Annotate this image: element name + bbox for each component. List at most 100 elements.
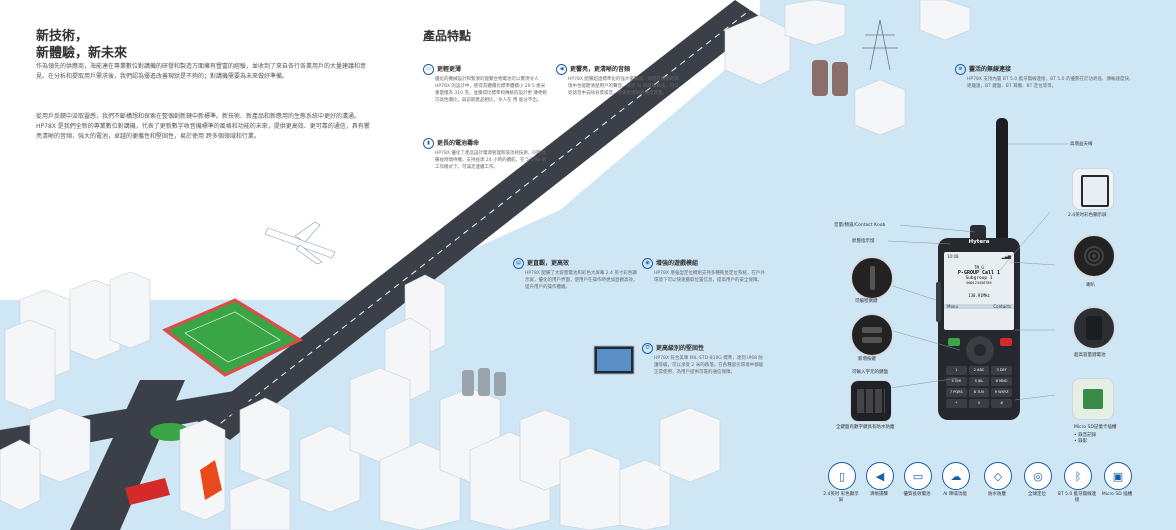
callout-microsd: Micro SD記憶卡插槽	[1074, 425, 1117, 430]
intro-headline: 新技術， 新體驗，新未來	[36, 28, 196, 62]
control-monitor-display	[597, 349, 631, 371]
stadium-lines	[184, 311, 281, 363]
radio-brand: Hytera	[968, 239, 990, 245]
feature-slim: ▭更輕更薄 優化的機械設計和緊湊的鋰聚合物電池可以實現令人 HP78X 的設計中…	[423, 64, 548, 104]
radio-antenna	[996, 118, 1008, 248]
callout-programmable-keys: 新增按鍵	[858, 357, 876, 362]
bottom-icon-label: 清晰揚聲	[870, 492, 888, 497]
keypad-key[interactable]: 8 TUV	[968, 388, 990, 397]
bluetooth-icon: ᛒ	[1064, 462, 1092, 490]
bottom-icon-label: 防水防塵	[988, 492, 1006, 497]
feature-positioning: ◉增強的遊戲模組 HP78X 增強型定位模組支持多種衛星定位系統，在戶外環境下可…	[642, 258, 767, 284]
feature-body: 優化的機械設計和緊湊的鋰聚合物電池可以實現令人 HP78X 的設計中，使得其體積…	[435, 77, 547, 103]
bottom-icon-label: AI 降噪功能	[943, 492, 967, 497]
detail-battery	[1072, 306, 1116, 350]
callout-microsd-note2: • 錄影	[1074, 439, 1088, 444]
screen-subgroup: Subgroup 1	[965, 276, 993, 281]
detail-full-keypad	[850, 380, 892, 422]
radio-nav-center	[974, 344, 986, 356]
callout-keypad: 可輸入字元的鍵盤	[852, 370, 888, 375]
industrial-tanks	[462, 60, 848, 396]
radio-side-key	[936, 282, 941, 322]
feature-wireless: ≋靈活的無線連接 HP78X 支持內置 BT 5.0 藍牙無線連接，BT 5.0…	[955, 64, 1135, 90]
keypad-key[interactable]: 6 MNO	[991, 377, 1012, 386]
radio-call-key	[948, 338, 960, 346]
radio-screen	[944, 252, 1014, 330]
waterproof-icon: ◇	[984, 462, 1012, 490]
keypad-key[interactable]: 9 WXYZ	[991, 388, 1012, 397]
wireless-icon: ≋	[955, 64, 966, 75]
intro-paragraph-1: 作為領先的供應商，海能達在專業數位對講機的研發和製造方面擁有豐富的經驗，並收到了…	[36, 63, 367, 80]
screen-frequency: 138.91MHz	[968, 293, 990, 298]
callout-knob: 音量/頻道/Contact Knob	[834, 223, 886, 228]
shield-icon: ⛉	[642, 343, 653, 354]
callout-battery: 超高容量鋰電池	[1074, 353, 1106, 358]
detail-screen	[1072, 168, 1114, 210]
detail-side-keys	[850, 256, 894, 300]
callout-led: 狀態指示燈	[852, 239, 875, 244]
feature-intuitive: ▤更直觀，更高效 HP78X 配備了大容量電池和彩色大屏幕 2.4 英寸彩色顯示…	[513, 258, 638, 291]
radio-end-key	[1000, 338, 1012, 346]
feature-title: 靈活的無線連接	[969, 66, 1012, 73]
screen-softkey-left: Menu	[947, 304, 958, 309]
feature-title: 更高級別的堅固性	[656, 345, 705, 352]
screen-time: 10:08	[947, 254, 959, 259]
speaker-icon: ◀	[866, 462, 894, 490]
callout-speaker: 喇叭	[1086, 283, 1095, 288]
battery-icon: ▭	[904, 462, 932, 490]
keypad-key[interactable]: 1	[946, 366, 967, 375]
screen-group: P-GROUP Call 1	[957, 270, 1001, 276]
callout-screen: 2.4英吋彩色顯示屏	[1068, 213, 1107, 218]
features-title: 產品特點	[423, 29, 472, 43]
feature-title: 更響亮，更清晰的音頻	[570, 66, 631, 73]
feature-body: HP78X 支持內置 BT 5.0 藍牙無線連接，BT 5.0 的優勢在於功耗低…	[967, 77, 1134, 89]
callout-microsd-note1: • 錄音記錄	[1074, 433, 1097, 438]
detail-microsd	[1072, 378, 1114, 420]
feature-body: HP78X 增強型定位模組支持多種衛星定位系統，在戶外環境下可以快速獲取位置信息…	[654, 271, 765, 283]
screen-channel: TM_G	[974, 265, 984, 270]
signal-icon: ▂▄▆	[1001, 254, 1011, 259]
screen-icon: ▤	[513, 258, 524, 269]
intro-title-line2: 新體驗，新未來	[36, 46, 128, 61]
callout-full-keypad: 全鍵盤有數字鍵具有防水防塵	[836, 425, 895, 430]
screen-softkey-right: Contacts	[993, 304, 1011, 309]
bottom-icon-label: 優質長效電池	[903, 492, 931, 497]
power-tower	[862, 19, 898, 71]
keypad-key[interactable]: 0	[968, 399, 990, 408]
keypad-key[interactable]: *	[946, 399, 967, 408]
battery-icon: ▮	[423, 138, 434, 149]
gps-icon: ◎	[1024, 462, 1052, 490]
feature-rugged: ⛉更高級別的堅固性 HP78X 符合美軍 MIL-STD-810G 標準，達到 …	[642, 343, 767, 376]
radio-screen-content: 10:08 ▂▄▆ TM_G P-GROUP Call 1 Subgroup 1…	[944, 254, 1014, 330]
callout-antenna: 高增益天線	[1070, 142, 1093, 147]
intro-title-line1: 新技術，	[36, 29, 89, 44]
callout-side-keys: 可編程側鍵	[855, 299, 878, 304]
intro-paragraph-2: 從用戶反饋中汲取靈感，我們不斷構想和探索在整個創新鏈中新標準。新技術、新產品和新…	[36, 113, 370, 140]
stadium-field	[162, 298, 304, 377]
fire-truck	[125, 478, 170, 505]
keypad-key[interactable]: 4 GHI	[946, 377, 967, 386]
sd-card-icon: ▣	[1104, 462, 1132, 490]
top-right-buildings	[724, 0, 971, 136]
feature-title: 更輕更薄	[437, 66, 462, 73]
feature-title: 更直觀，更高效	[527, 260, 570, 267]
keypad-key[interactable]: 5 JKL	[968, 377, 990, 386]
display-icon: ▯	[828, 462, 856, 490]
feature-body: HP78X 配備了大容量電池和彩色大屏幕 2.4 英寸彩色顯示屏，優化的用戶界面…	[525, 271, 638, 290]
location-icon: ◉	[642, 258, 653, 269]
highway-lane-marking	[211, 9, 751, 431]
feature-body: HP78X 優化了產品設計電源管理和低功耗技術，同時具備長時間待機，支持長達 2…	[435, 151, 547, 170]
feature-body: HP78X 符合美軍 MIL-STD-810G 標準，達到 IP68 防護等級，…	[654, 356, 764, 375]
keypad-key[interactable]: 7 PQRS	[946, 388, 967, 397]
radio-keypad: 1 2 ABC 3 DEF 4 GHI 5 JKL 6 MNO 7 PQRS 8…	[946, 366, 1012, 408]
keypad-key[interactable]: 2 ABC	[968, 366, 990, 375]
keypad-key[interactable]: #	[991, 399, 1012, 408]
detail-speaker	[1072, 234, 1116, 278]
keypad-key[interactable]: 3 DEF	[991, 366, 1012, 375]
slim-icon: ▭	[423, 64, 434, 75]
cross-road	[70, 380, 185, 530]
feature-title: 更長的電池壽命	[437, 140, 480, 147]
